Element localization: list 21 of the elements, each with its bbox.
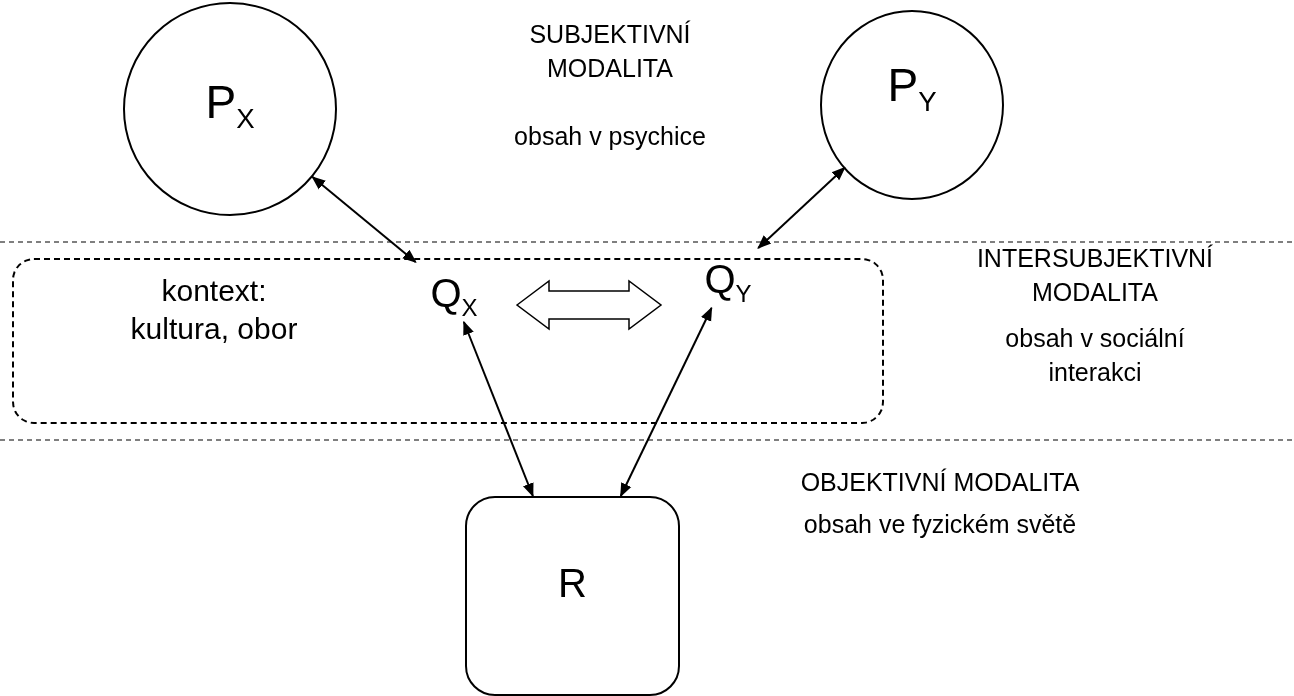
- node-text: R: [557, 560, 588, 607]
- circle-node: [123, 2, 337, 216]
- double-headed-arrow: [462, 320, 534, 498]
- double-headed-arrow: [311, 176, 417, 263]
- node-text: P$_{X}$: [204, 75, 256, 137]
- node-text: P$_{Y}$: [886, 58, 938, 120]
- modality-heading: SUBJEKTIVNÍ MODALITA: [528, 19, 692, 84]
- modality-description: obsah v sociální interakci: [1004, 323, 1186, 388]
- double-block-arrow: [515, 279, 663, 331]
- modality-heading: OBJEKTIVNÍ MODALITA: [799, 467, 1081, 498]
- node-text: kontext: kultura, obor: [129, 273, 299, 347]
- context-box: [12, 258, 884, 424]
- rounded-box: [465, 496, 680, 696]
- circle-node: [820, 10, 1004, 200]
- node-label: Q$_{X}$: [429, 270, 479, 323]
- modality-description: obsah v psychice: [513, 121, 707, 152]
- double-headed-arrow: [619, 306, 713, 498]
- modality-description: obsah ve fyzickém světě: [802, 509, 1078, 540]
- modality-heading: INTERSUBJEKTIVNÍ MODALITA: [975, 243, 1215, 308]
- node-label: Q$_{Y}$: [703, 256, 753, 309]
- double-headed-arrow: [757, 166, 846, 249]
